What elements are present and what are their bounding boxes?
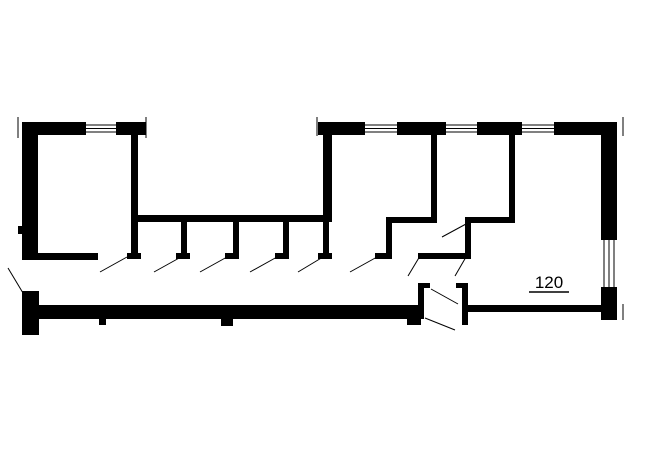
corridor-wall-notch-1 [99, 317, 106, 325]
left-wing-bottom-wall [38, 253, 98, 260]
entry-wall-stub [18, 226, 23, 234]
vestibule-right-top [456, 283, 468, 288]
partition-wall-b-down [465, 217, 471, 259]
stall-walls [127, 215, 332, 259]
stall-foot-2 [176, 253, 190, 259]
stall-door-6 [349, 256, 378, 273]
room-door-c [454, 256, 467, 277]
vestibule-right-wall [462, 283, 468, 325]
right-wing-window-2 [446, 122, 477, 135]
room-door-b [441, 223, 467, 238]
corridor-walls [22, 283, 468, 335]
stall-divider-4 [323, 222, 329, 257]
right-wing-window-1 [365, 122, 397, 135]
partition-wall-b-base [418, 253, 471, 259]
partition-wall-a-foot [386, 217, 437, 223]
partition-wall-a-down [386, 217, 392, 257]
right-wing-left-wall [323, 122, 332, 222]
right-wing-outer-wall [601, 122, 617, 320]
left-wing-right-wall [131, 135, 138, 253]
room-120-bottom-wall [465, 305, 610, 312]
stall-divider-2 [233, 222, 239, 257]
vestibule-left-wall [418, 283, 424, 319]
stall-foot-3 [225, 253, 239, 259]
stall-foot-5 [318, 253, 332, 259]
left-wing-outer-wall [22, 122, 38, 260]
door-swings [7, 223, 467, 331]
corridor-bottom-wall [22, 305, 418, 319]
stall-divider-1 [181, 222, 187, 257]
left-wing-top-wall [22, 122, 146, 135]
stall-foot-1 [127, 253, 141, 259]
room-120-label: 120 [535, 273, 563, 292]
vestibule-door-2 [424, 317, 456, 331]
stall-door-2 [153, 256, 182, 273]
entry-door-swing [7, 267, 24, 294]
stall-door-3 [199, 256, 228, 273]
left-wing-window [86, 122, 116, 135]
partition-wall-b [509, 135, 515, 223]
partition-wall-a-base [375, 253, 392, 259]
room-door-a [407, 255, 421, 277]
left-wing-walls [18, 122, 146, 260]
stall-back-wall [131, 215, 331, 222]
stall-divider-3 [283, 222, 289, 257]
vestibule-left-top [418, 283, 430, 288]
stall-foot-4 [275, 253, 289, 259]
right-wing-window-3 [522, 122, 554, 135]
stall-door-1 [99, 256, 128, 273]
stall-door-4 [249, 256, 278, 273]
vestibule-door-1 [430, 288, 459, 305]
right-wall-window [601, 240, 617, 287]
partition-wall-b-foot [465, 217, 515, 223]
partition-wall-a [431, 135, 437, 223]
corridor-wall-notch-2 [221, 317, 233, 326]
stall-door-5 [297, 256, 324, 273]
corridor-wall-end [407, 305, 421, 325]
